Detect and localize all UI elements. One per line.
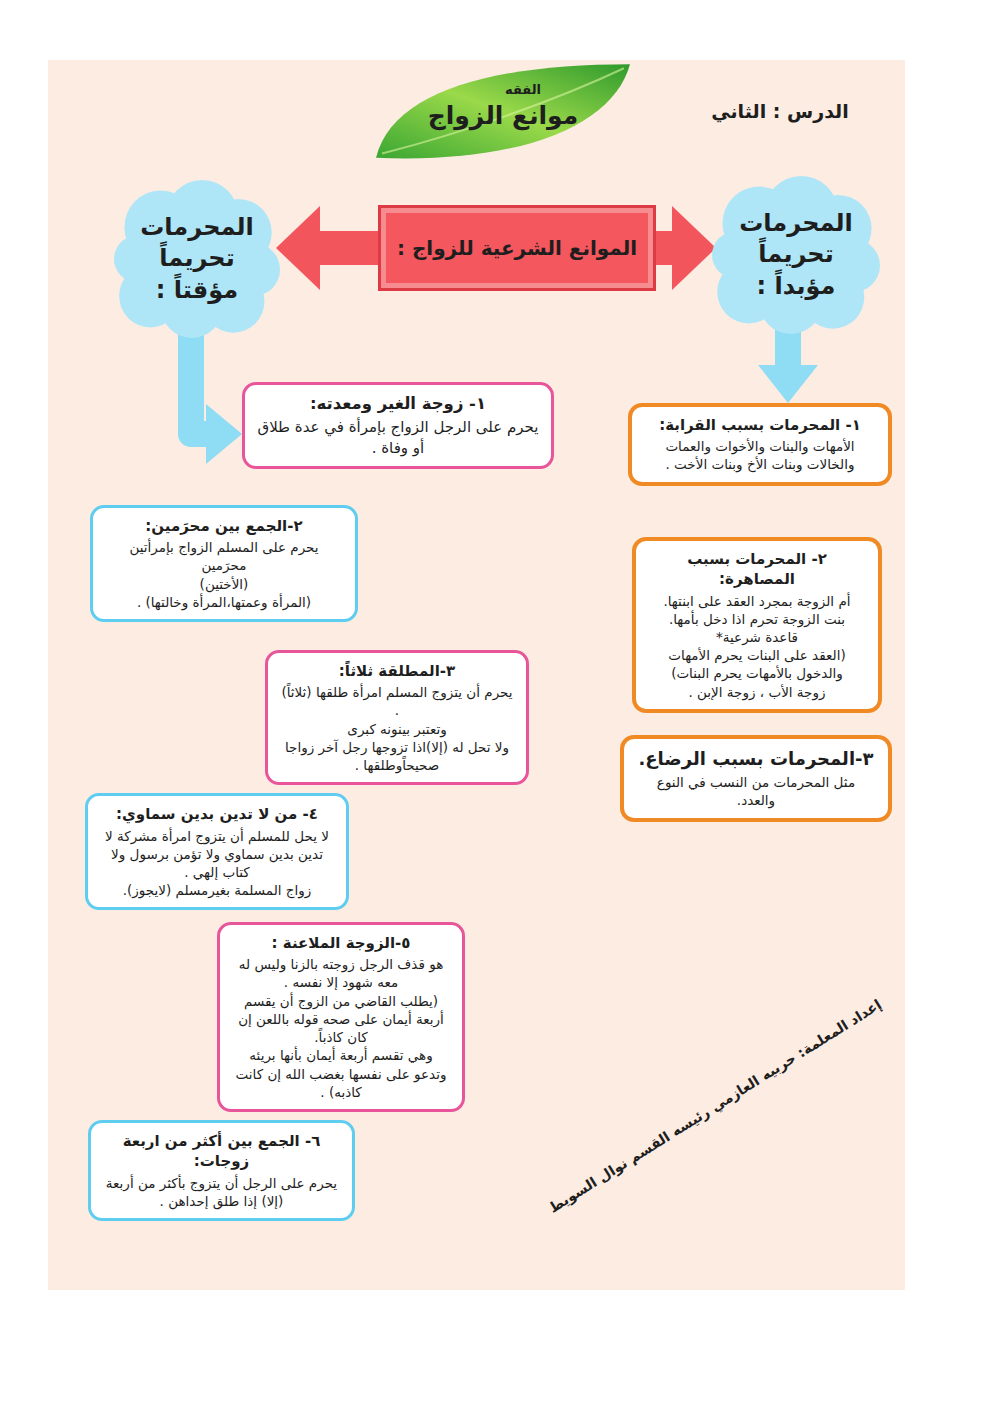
node-body: لا يحل للمسلم أن يتزوج امرأة مشركة لا تد… (100, 827, 334, 882)
node-body: زوجة الأب ، زوجة الإبن . (648, 683, 866, 701)
lesson-label: الدرس : الثاني (690, 100, 870, 122)
node-heading: ٣-المطلقة ثلاثاً: (280, 661, 514, 681)
rule-box: ٦- الجمع بين أكثر من اربعة زوجات:يحرم عل… (88, 1120, 355, 1221)
node-body: يحرم على المسلم الزواج بإمرأتين محرَمين (105, 538, 343, 574)
rule-box: ٣-المطلقة ثلاثاً:يحرم أن يتزوج المسلم ام… (265, 650, 529, 785)
node-heading: ٥-الزوجة الملاعنة : (232, 933, 450, 953)
node-body: يحرم على الرجل الزواج بإمرأة في عدة طلاق… (257, 417, 539, 458)
node-heading: ١- المحرمات بسبب القرابة: (644, 415, 876, 435)
arrow-shaft (319, 231, 378, 265)
rule-box: ١- المحرمات بسبب القرابة:الأمهات والبنات… (628, 403, 892, 486)
flow-arrow (191, 330, 242, 464)
arrow-head (672, 206, 716, 290)
node-heading: ١- زوجة الغير ومعدته: (257, 393, 539, 415)
arrow-head (206, 404, 242, 464)
arrow-shaft (191, 330, 207, 434)
node-body: الأمهات والبنات والأخوات والعمات والخالا… (644, 437, 876, 473)
node-body: أم الزوجة بمجرد العقد على ابنتها. (648, 592, 866, 610)
central-box: الموانع الشرعية للزواج : (378, 205, 656, 291)
title-leaf: الفقهموانع الزواج (372, 60, 634, 164)
node-heading: المحرمات تحريماً مؤقتاً : (133, 212, 261, 306)
node-heading: ٣-المحرمات بسبب الرضاع. (636, 747, 876, 771)
rule-box: ٥-الزوجة الملاعنة :هو قذف الرجل زوجته با… (217, 922, 465, 1112)
node-body: موانع الزواج (428, 99, 579, 133)
node-heading: ٢-الجمع بين محرَمين: (105, 516, 343, 536)
node-body: مثل المحرمات من النسب في النوع والعدد. (636, 773, 876, 809)
arrow-head (758, 365, 818, 403)
category-cloud: المحرمات تحريماً مؤقتاً : (114, 180, 280, 338)
node-body: بنت الزوجة تحرم اذا دخل بأمها. (648, 610, 866, 628)
rule-box: ٤- من لا تدين بدين سماوي: لا يحل للمسلم أ… (85, 793, 349, 910)
node-heading: ٦- الجمع بين أكثر من اربعة زوجات: (103, 1131, 340, 1172)
arrow-head (276, 206, 320, 290)
flow-arrow (758, 326, 818, 403)
node-heading: الموانع الشرعية للزواج : (387, 235, 647, 262)
rule-box: ٣-المحرمات بسبب الرضاع.مثل المحرمات من ا… (620, 735, 892, 822)
node-body: قاعدة شرعية* (648, 628, 866, 646)
node-body: وتعتبر بينونه كبرى (280, 720, 514, 738)
flow-arrow (656, 206, 716, 290)
rule-box: ٢-الجمع بين محرَمين:يحرم على المسلم الزو… (90, 505, 358, 622)
node-body: (المرأة وعمتها،المرأة وخالتها) . (105, 593, 343, 611)
node-body: (يطلب القاضي من الزوج أن يقسم أربعة أيما… (232, 992, 450, 1047)
rule-box: ٢- المحرمات بسبب المصاهرة: أم الزوجة بمجر… (632, 537, 882, 713)
arrow-shaft (656, 231, 673, 265)
node-body: وهي تقسم أربعة أيمان بأنها بريئه وتدعو ع… (232, 1046, 450, 1101)
node-body: زواج المسلمة بغيرمسلم (لايجوز). (100, 881, 334, 899)
node-body: يحرم على الرجل أن يتزوج بأكثر من أربعة (… (103, 1174, 340, 1210)
node-heading: ٢- المحرمات بسبب المصاهرة: (648, 549, 866, 590)
rule-box: ١- زوجة الغير ومعدته:يحرم على الرجل الزو… (242, 382, 554, 469)
node-body: (الأختين) (105, 575, 343, 593)
node-body: هو قذف الرجل زوجته بالزنا وليس له معه شه… (232, 955, 450, 991)
category-cloud: المحرمات تحريماً مؤبداً : (712, 176, 880, 334)
node-heading: ٤- من لا تدين بدين سماوي: (100, 804, 334, 824)
flow-arrow (276, 206, 378, 290)
node-body: يحرم أن يتزوج المسلم امرأة طلقها (ثلاثاً… (280, 683, 514, 719)
node-heading: الفقه (505, 81, 541, 99)
node-body: (العقد على البنات يحرم الأمهات والدخول ب… (648, 646, 866, 682)
node-body: ولا تحل له (إلا)اذا تزوجها رجل آخر زواجا… (280, 738, 514, 774)
node-heading: المحرمات تحريماً مؤبداً : (732, 208, 860, 302)
